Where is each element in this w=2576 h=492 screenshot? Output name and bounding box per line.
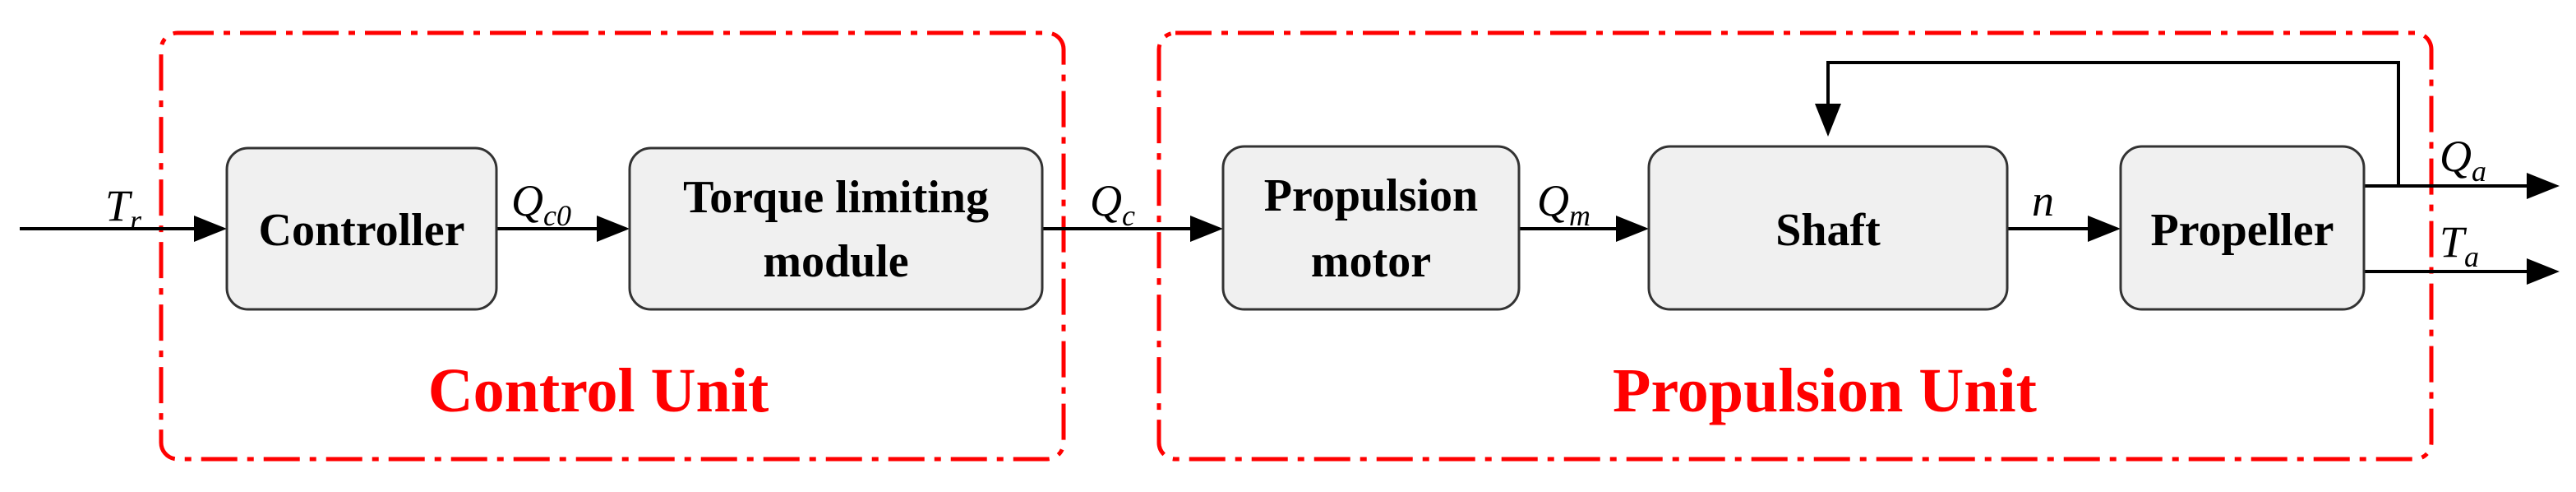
controller-block: Controller xyxy=(225,146,498,311)
arrowhead-propulsion-motor-input xyxy=(1190,216,1223,242)
arrowhead-ta-output xyxy=(2527,258,2560,285)
signal-wires xyxy=(20,61,2532,273)
arrowhead-qa-output xyxy=(2527,173,2560,199)
arrowheads xyxy=(194,104,2560,285)
signal-label-qc0: Qc0 xyxy=(511,176,571,232)
shaft-block: Shaft xyxy=(1647,145,2009,311)
control-unit-boundary xyxy=(159,30,1066,462)
signal-label-qm: Qm xyxy=(1537,176,1590,232)
torque-limiting-label-line-1: Torque limiting xyxy=(683,172,989,223)
signal-label-qa: Qa xyxy=(2440,132,2486,188)
torque-limiting-label-line-2: module xyxy=(763,236,908,287)
wire-feedback-loop xyxy=(1826,61,2400,186)
arrowhead-feedback-into-shaft xyxy=(1815,104,1841,137)
propulsion-motor-label-line-2: motor xyxy=(1311,236,1431,287)
torque-limiting-module-block: Torque limiting module xyxy=(628,146,1044,311)
arrowhead-shaft-input xyxy=(1616,216,1649,242)
signal-label-tr: Tr xyxy=(105,181,142,237)
arrowhead-torque-limiting-input xyxy=(597,216,630,242)
shaft-label: Shaft xyxy=(1775,205,1881,256)
controller-label: Controller xyxy=(259,205,465,256)
signal-label-qc: Qc xyxy=(1090,176,1135,232)
propulsion-motor-block: Propulsion motor xyxy=(1221,145,1521,311)
arrowhead-propeller-input xyxy=(2088,216,2121,242)
signal-label-ta: Ta xyxy=(2440,217,2479,273)
propulsion-unit-title: Propulsion Unit xyxy=(1613,356,2037,425)
propeller-label: Propeller xyxy=(2151,205,2334,256)
arrowhead-controller-input xyxy=(194,216,227,242)
signal-label-n: n xyxy=(2032,176,2054,225)
propeller-block: Propeller xyxy=(2119,145,2366,311)
propulsion-unit-boundary xyxy=(1156,30,2434,462)
control-unit-title: Control Unit xyxy=(428,356,769,425)
propulsion-motor-label-line-1: Propulsion xyxy=(1264,170,1478,221)
